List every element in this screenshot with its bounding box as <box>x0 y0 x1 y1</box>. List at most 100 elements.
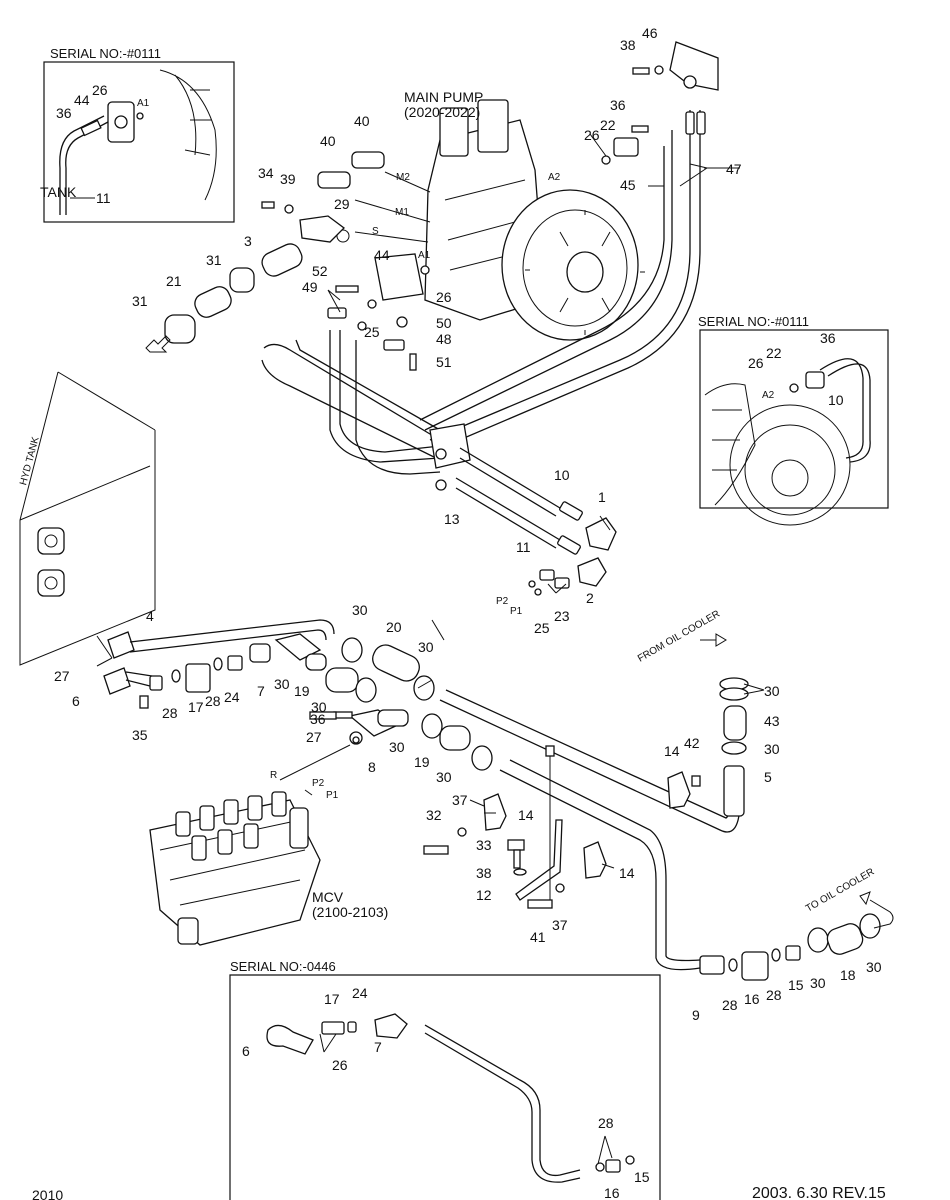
port-m2: M2 <box>396 172 410 183</box>
part-label: 49 <box>302 279 318 295</box>
part-label: 17 <box>324 991 340 1007</box>
part-label: 28 <box>766 987 782 1003</box>
part-label: 10 <box>828 392 844 408</box>
part-label: 50 <box>436 315 452 331</box>
part-label: 38 <box>620 37 636 53</box>
part-label: 24 <box>352 985 368 1001</box>
part-label: 42 <box>684 735 700 751</box>
part-label: 45 <box>620 177 636 193</box>
to-oil-cooler-label: TO OIL COOLER <box>804 866 876 914</box>
main-pump-model: (2020-2022) <box>404 104 480 120</box>
port-s: S <box>372 226 379 237</box>
part-label: 33 <box>476 837 492 853</box>
part-label: 21 <box>166 273 182 289</box>
part-label: 31 <box>206 252 222 268</box>
port-p1: P1 <box>326 790 339 801</box>
part-label: 9 <box>692 1007 700 1023</box>
pump-fittings <box>164 41 719 371</box>
part-label: 14 <box>664 743 680 759</box>
part-label: 26 <box>332 1057 348 1073</box>
part-label: 48 <box>436 331 452 347</box>
revision-stamp: 2003. 6.30 REV.15 <box>752 1185 886 1200</box>
part-label: 26 <box>584 127 600 143</box>
part-label: 25 <box>534 620 550 636</box>
part-number-labels: 1 2 3 4 5 6 7 8 9 10 11 12 13 14 14 14 1… <box>54 25 882 1200</box>
part-label: 25 <box>364 324 380 340</box>
part-label: 8 <box>368 759 376 775</box>
part-label: 19 <box>414 754 430 770</box>
part-label: 30 <box>418 639 434 655</box>
part-label: 27 <box>306 729 322 745</box>
hyd-tank: HYD TANK <box>18 371 156 666</box>
part-label: 30 <box>274 676 290 692</box>
part-label: 19 <box>294 683 310 699</box>
part-label: 22 <box>766 345 782 361</box>
part-label: 16 <box>744 991 760 1007</box>
part-label: 34 <box>258 165 274 181</box>
part-label: 4 <box>146 608 154 624</box>
part-label: 41 <box>530 929 546 945</box>
part-label: 44 <box>374 247 390 263</box>
inset-top-left-title: SERIAL NO:-#0111 <box>50 46 161 61</box>
port-a2: A2 <box>548 172 561 183</box>
part-label: 14 <box>619 865 635 881</box>
part-label: 23 <box>554 608 570 624</box>
main-pump-title: MAIN PUMP <box>404 89 483 105</box>
part-label: 30 <box>810 975 826 991</box>
part-label: 39 <box>280 171 296 187</box>
part-label: 35 <box>132 727 148 743</box>
part-label: 3 <box>244 233 252 249</box>
part-label: 40 <box>320 133 336 149</box>
main-pump: MAIN PUMP (2020-2022) M2 M1 S A1 A2 <box>354 89 645 341</box>
part-label: 11 <box>96 190 111 206</box>
inset-bottom-title: SERIAL NO:-0446 <box>230 959 336 974</box>
from-oil-cooler-label: FROM OIL COOLER <box>636 609 722 665</box>
part-label: 17 <box>188 699 204 715</box>
part-label: 29 <box>334 196 350 212</box>
part-label: 1 <box>598 489 606 505</box>
part-label: 20 <box>386 619 402 635</box>
part-label: 38 <box>476 865 492 881</box>
port-p2-pump: P2 <box>496 596 509 607</box>
part-label: 6 <box>72 693 80 709</box>
part-label: 47 <box>726 161 742 177</box>
part-label: 28 <box>722 997 738 1013</box>
port-p1-pump: P1 <box>510 606 523 617</box>
part-label: 46 <box>642 25 658 41</box>
part-label: 24 <box>224 689 240 705</box>
part-label: 30 <box>389 739 405 755</box>
inset-right: SERIAL NO:-#0111 A2 <box>698 314 889 526</box>
part-label: 36 <box>820 330 836 346</box>
mcv-title: MCV <box>312 889 344 905</box>
port-p2: P2 <box>312 778 325 789</box>
part-label: 37 <box>452 792 468 808</box>
part-label: 13 <box>444 511 460 527</box>
part-label: 28 <box>162 705 178 721</box>
part-label: 26 <box>748 355 764 371</box>
inset-bottom: SERIAL NO:-0446 <box>229 959 661 1200</box>
part-label: 26 <box>436 289 452 305</box>
mcv-model: (2100-2103) <box>312 904 388 920</box>
part-label: 36 <box>56 105 72 121</box>
part-label: 7 <box>374 1039 382 1055</box>
part-label: 31 <box>132 293 148 309</box>
part-label: 7 <box>257 683 265 699</box>
part-label: 10 <box>554 467 570 483</box>
part-label: 11 <box>516 539 531 555</box>
part-label: 52 <box>312 263 328 279</box>
inset-right-port-a2: A2 <box>762 390 775 401</box>
part-label: 44 <box>74 92 90 108</box>
mcv: MCV (2100-2103) R P2 P1 <box>149 744 388 946</box>
part-label: 37 <box>552 917 568 933</box>
part-label: 30 <box>352 602 368 618</box>
part-label: 30 <box>436 769 452 785</box>
port-m1: M1 <box>395 207 409 218</box>
part-label: 16 <box>604 1185 620 1200</box>
part-label: 32 <box>426 807 442 823</box>
part-label: 40 <box>354 113 370 129</box>
part-label: 27 <box>54 668 70 684</box>
tank-label: TANK <box>40 184 77 200</box>
page-code: 2010 <box>32 1187 63 1200</box>
hyd-tank-label: HYD TANK <box>18 435 42 486</box>
